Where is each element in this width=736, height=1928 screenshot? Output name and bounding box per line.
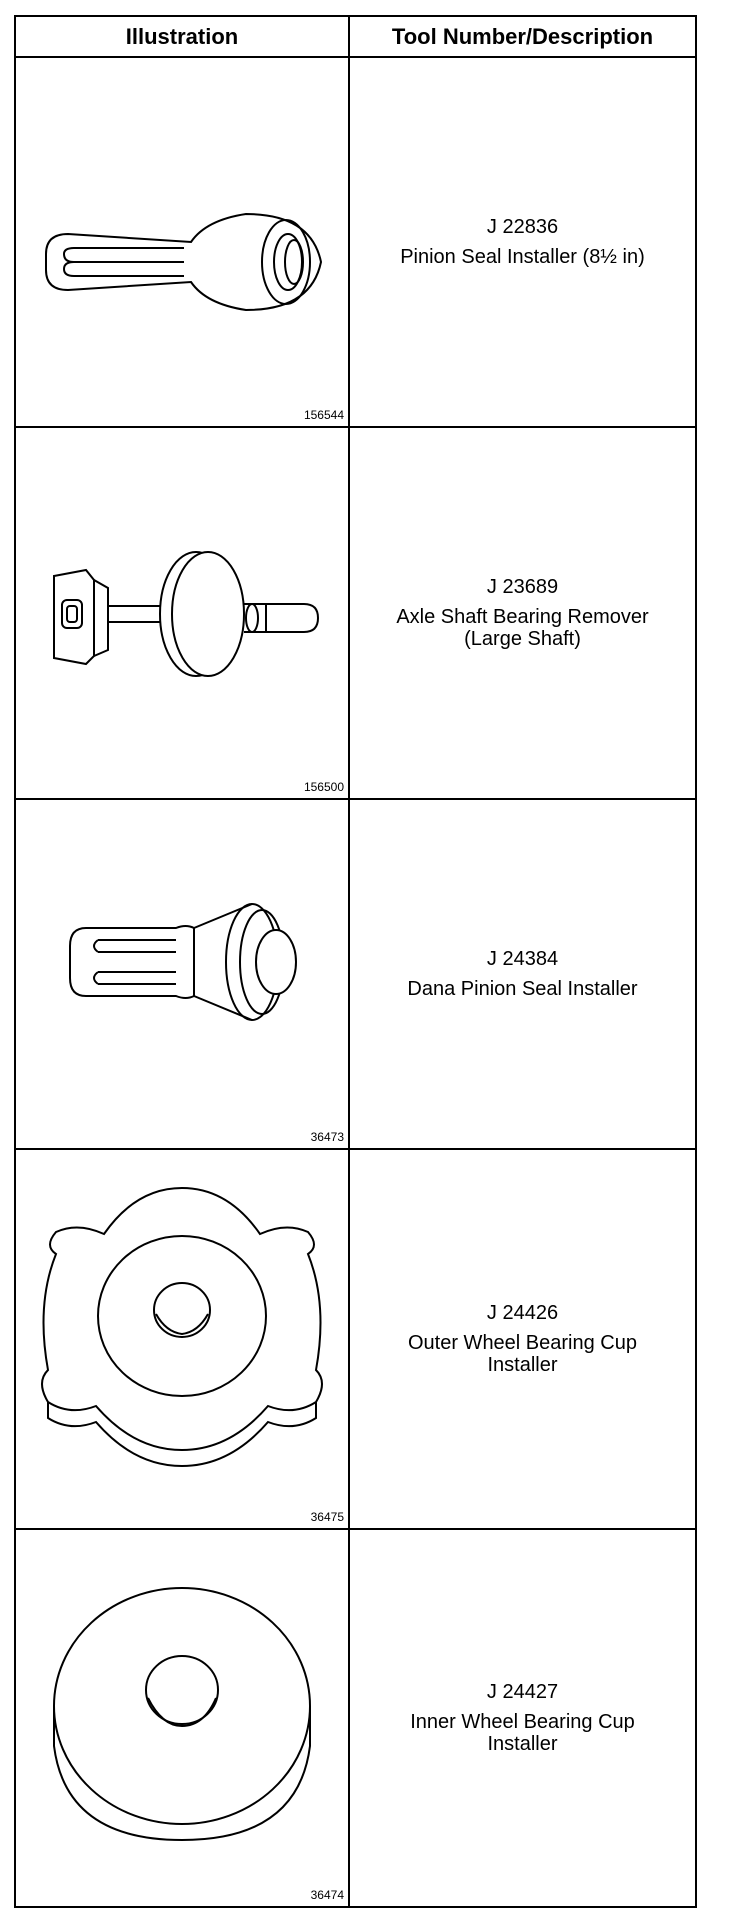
- tool-description: Axle Shaft Bearing Remover (Large Shaft): [396, 606, 649, 650]
- figure-id: 36475: [310, 1510, 344, 1524]
- table-row: 156544 J 22836 Pinion Seal Installer (8½…: [16, 56, 695, 426]
- tool-description: Dana Pinion Seal Installer: [407, 978, 638, 1000]
- tool-number: J 24426: [486, 1302, 559, 1324]
- tool-description: Inner Wheel Bearing Cup Installer: [410, 1711, 635, 1755]
- pinion-seal-installer-icon: [16, 58, 348, 426]
- description-cell: J 22836 Pinion Seal Installer (8½ in): [350, 58, 695, 426]
- outer-wheel-bearing-cup-installer-icon: [16, 1150, 348, 1528]
- tool-number: J 24384: [486, 948, 559, 970]
- tool-description: Outer Wheel Bearing Cup Installer: [407, 1332, 637, 1376]
- figure-id: 36473: [310, 1130, 344, 1144]
- inner-wheel-bearing-cup-installer-icon: [16, 1530, 348, 1906]
- illustration-cell: 36473: [16, 800, 350, 1148]
- table-row: 36475 J 24426 Outer Wheel Bearing Cup In…: [16, 1148, 695, 1528]
- illustration-cell: 36474: [16, 1530, 350, 1906]
- figure-id: 156544: [303, 408, 344, 422]
- tool-number: J 22836: [486, 216, 559, 238]
- tool-number: J 23689: [486, 576, 559, 598]
- table-row: 36474 J 24427 Inner Wheel Bearing Cup In…: [16, 1528, 695, 1906]
- figure-id: 36474: [310, 1888, 344, 1902]
- tool-table: Illustration Tool Number/Description 156…: [14, 15, 697, 1908]
- description-cell: J 24427 Inner Wheel Bearing Cup Installe…: [350, 1530, 695, 1906]
- description-cell: J 23689 Axle Shaft Bearing Remover (Larg…: [350, 428, 695, 798]
- illustration-cell: 36475: [16, 1150, 350, 1528]
- description-cell: J 24384 Dana Pinion Seal Installer: [350, 800, 695, 1148]
- figure-id: 156500: [303, 780, 344, 794]
- table-header: Illustration Tool Number/Description: [16, 17, 695, 58]
- illustration-cell: 156544: [16, 58, 350, 426]
- tool-number: J 24427: [486, 1681, 559, 1703]
- header-illustration: Illustration: [16, 17, 350, 56]
- dana-pinion-seal-installer-icon: [16, 800, 348, 1148]
- description-cell: J 24426 Outer Wheel Bearing Cup Installe…: [350, 1150, 695, 1528]
- header-description: Tool Number/Description: [391, 23, 654, 49]
- tool-description: Pinion Seal Installer (8½ in): [400, 246, 645, 268]
- illustration-cell: 156500: [16, 428, 350, 798]
- table-row: 156500 J 23689 Axle Shaft Bearing Remove…: [16, 426, 695, 798]
- axle-shaft-bearing-remover-icon: [16, 428, 348, 798]
- table-row: 36473 J 24384 Dana Pinion Seal Installer: [16, 798, 695, 1148]
